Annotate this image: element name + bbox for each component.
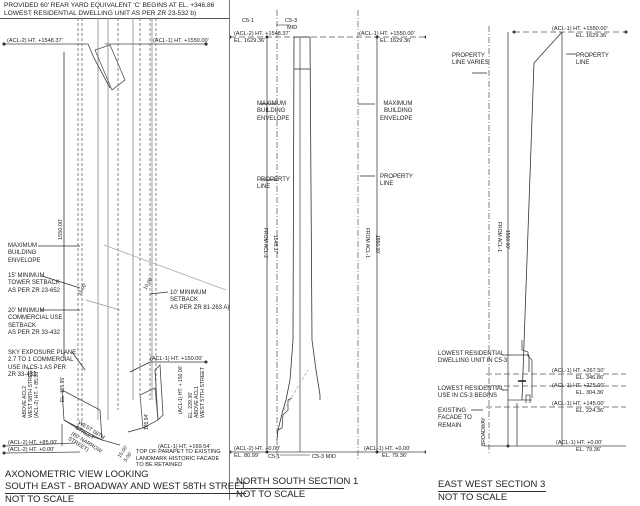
callout-min-setback: 10' MINIMUM SETBACK AS PER ZR 81-263 a): [170, 290, 230, 311]
axonometric-title: AXONOMETRIC VIEW LOOKING SOUTH EAST - BR…: [5, 469, 247, 506]
callout-max-envelope-left: MAXIMUM BUILDING ENVELOPE: [257, 101, 290, 122]
callout-sky-exposure: SKY EXPOSURE PLANE 2.7 TO 1 COMMERCIAL U…: [8, 350, 77, 379]
acl1-150-label: (ACL-1) HT. +150.00': [150, 356, 203, 362]
acl2-top-label: (ACL-2) HT. +1548.37': [234, 31, 290, 37]
acl1-top-el: EL. 1629.36': [380, 38, 411, 44]
axonometric-drawing: (ACL-2) HT. +1548.37' (ACL-1) HT. +1550.…: [2, 18, 227, 463]
tower-setback-dim: 15.00': [77, 282, 89, 297]
acl1-top-label: (ACL-1) HT. +1550.00': [552, 26, 608, 32]
acl1-top-label: (ACL-1) HT. +1550.00': [153, 38, 209, 44]
acl1-bottom-el: EL. 79.36': [382, 453, 407, 459]
acl1-parapet-label: (ACL-1) HT. +169.54': [158, 444, 211, 450]
callout-property-right: PROPERTY LINE: [380, 174, 413, 188]
acl1-145-label: (ACL-1) HT. +145.00': [552, 401, 605, 407]
acl2-top-el: EL. 1629.36': [234, 38, 265, 44]
acl1-225-el: EL. 304.36': [576, 390, 604, 396]
title-line-2: SOUTH EAST - BROADWAY AND WEST 58TH STRE…: [5, 481, 247, 494]
acl1-225-label: (ACL-1) HT. +225.00': [552, 383, 605, 389]
bottom-dim-5: 5.00': [123, 451, 134, 463]
zone-bottom-left: C5-1: [268, 454, 280, 460]
callout-parapet: TOP OF PARAPET TO EXISTING LANDMARK HIST…: [136, 449, 221, 469]
acl1-top-label: (ACL-1) HT. +1550.00': [359, 31, 415, 37]
callout-tower-setback: 15' MINIMUM TOWER SETBACK AS PER ZR 23-6…: [8, 273, 61, 294]
acl1-top-el: EL. 1629.36': [576, 33, 607, 39]
ew-not-to-scale: NOT TO SCALE: [438, 492, 508, 503]
callout-max-envelope: MAXIMUM BUILDING ENVELOPE: [8, 243, 41, 264]
acl2-0-label: (ACL-2) HT. +0.00': [8, 447, 54, 453]
ns-right-value: 1550.00': [374, 235, 380, 254]
acl1-0-label: (ACL-1) HT. +0.00': [556, 440, 602, 446]
zone-top-right-1: C5-3: [285, 18, 297, 24]
callout-lowest-use: LOWEST RESIDENTIAL USE IN C5-3 BEGINS: [438, 386, 505, 400]
ew-from: FROM ACL-1: [496, 222, 502, 252]
top-note-box: [0, 0, 229, 19]
east-west-drawing: (ACL-1) HT. +1550.00' EL. 1629.36' (ACL-…: [471, 26, 628, 455]
ns-title-line: NORTH SOUTH SECTION 1: [236, 476, 359, 489]
ew-title: EAST WEST SECTION 3 NOT TO SCALE: [438, 479, 546, 504]
north-south-drawing: C5-1 C5-3 MID (ACL-2) HT. +1548.37' EL. …: [230, 10, 426, 460]
zone-top-left: C5-1: [242, 18, 254, 24]
acl1-0-el: EL. 79.36': [576, 447, 601, 453]
acl1-150-vertical-label: (ACL-1) HT. + 150.00': [178, 366, 184, 414]
el-165-label: EL. 165.95': [60, 377, 66, 402]
callout-property-left: PROPERTY LINE: [257, 177, 290, 191]
callout-commercial-setback: 20' MINIMUM COMMERCIAL USE SETBACK AS PE…: [8, 308, 63, 337]
ns-title: NORTH SOUTH SECTION 1 NOT TO SCALE: [236, 476, 359, 501]
callout-property-varies: PROPERTY LINE VARIES: [452, 53, 489, 67]
acl2-bottom-el: EL. 80.99': [234, 453, 259, 459]
ns-left-from: FROM ACL-2: [262, 228, 268, 258]
axonometric-panel: PROVIDED 60' REAR YARD EQUIVALENT 'C' BE…: [0, 0, 247, 505]
callout-above-acl1: EL. 229.36' ABOVE ACL1 WEST 57TH STREET: [188, 367, 206, 418]
top-note: PROVIDED 60' REAR YARD EQUIVALENT 'C' BE…: [4, 2, 215, 17]
ns-left-value: 1548.37': [272, 235, 278, 254]
height-dimension-value: 1550.00': [58, 219, 64, 240]
callout-property-line: PROPERTY LINE: [576, 53, 609, 67]
zone-bottom-right: C5-3 MID: [312, 454, 336, 460]
acl1-267-label: (ACL-1) HT. +267.50': [552, 368, 605, 374]
acl2-bottom-label: (ACL-2) HT. +0.00': [234, 446, 280, 452]
ns-not-to-scale: NOT TO SCALE: [236, 489, 306, 500]
title-line-1: AXONOMETRIC VIEW LOOKING: [5, 469, 149, 480]
ew-title-line: EAST WEST SECTION 3: [438, 479, 546, 492]
acl2-top-label: (ACL-2) HT. +1548.37': [7, 38, 63, 44]
callout-lowest-unit: LOWEST RESIDENTIAL DWELLING UNIT IN C5-3: [438, 351, 508, 365]
acl1-145-el: EL. 224.36': [576, 408, 604, 414]
callout-above-acl2: ABOVE ACL2 WEST 58TH STREET (ACL-2) HT. …: [22, 367, 40, 418]
callout-existing-facade: EXISTING FACADE TO REMAIN: [438, 408, 472, 429]
not-to-scale: NOT TO SCALE: [5, 494, 75, 505]
dim-165: 165.94': [144, 414, 150, 430]
zone-top-right-2: MID: [287, 25, 297, 31]
min-setback-dim: 10.00': [143, 276, 155, 291]
acl1-bottom-label: (ACL-1) HT. +0.00': [364, 446, 410, 452]
east-west-section-panel: (ACL-1) HT. +1550.00' EL. 1629.36' (ACL-…: [426, 0, 640, 503]
north-south-section-panel: C5-1 C5-3 MID (ACL-2) HT. +1548.37' EL. …: [230, 0, 426, 500]
acl2-85-label: (ACL-2) HT. +85.00': [8, 440, 57, 446]
callout-max-envelope-right: MAXIMUM BUILDING ENVELOPE: [380, 101, 413, 122]
broadway-label: BROADWAY: [481, 417, 487, 446]
ew-value: 1550.00': [504, 230, 510, 249]
ns-right-from: FROM ACL-1: [364, 228, 370, 258]
acl1-267-el: EL. 346.86': [576, 375, 604, 381]
